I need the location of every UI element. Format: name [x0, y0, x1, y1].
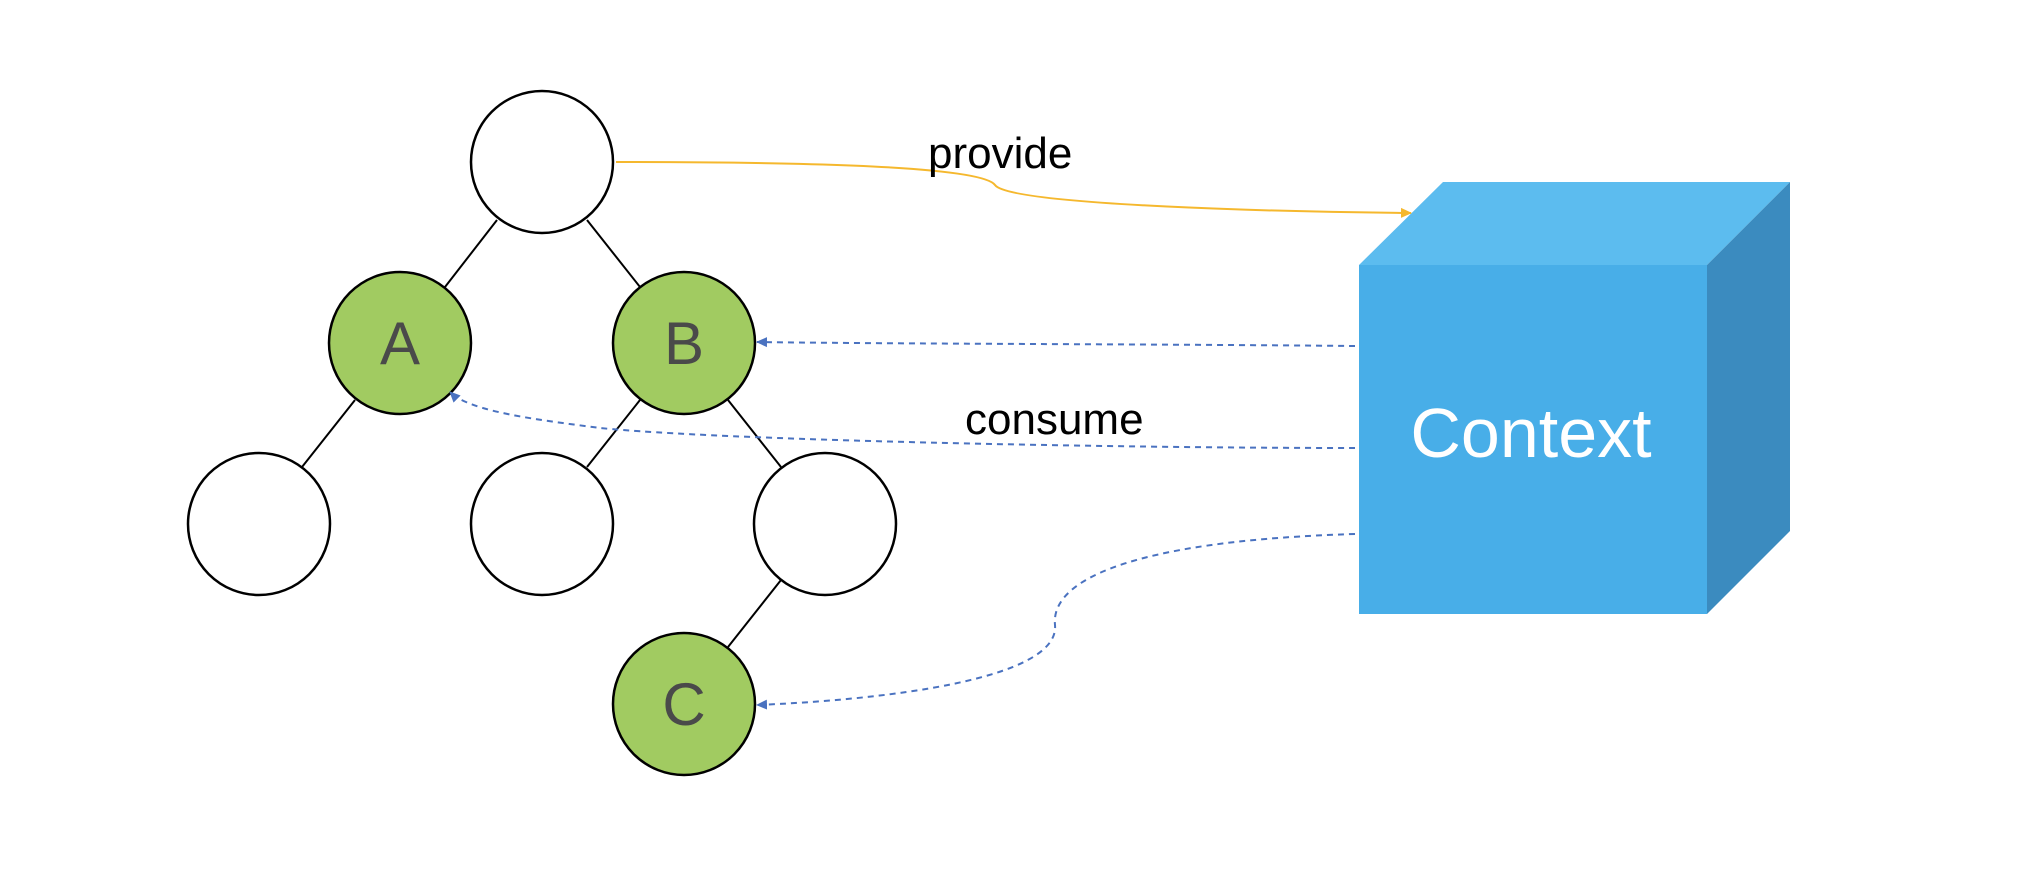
- tree-node-b-circle: [611, 270, 757, 416]
- provide-arrow-line: [615, 161, 1412, 218]
- tree-node-c: C: [611, 631, 757, 777]
- tree-node-a-child: [186, 451, 332, 597]
- context-cube-front: [1359, 265, 1707, 614]
- tree-node-root: [469, 89, 615, 235]
- context-cube-side: [1707, 182, 1790, 614]
- tree-node-b-label: B: [664, 310, 704, 377]
- tree-node-a-child-circle: [186, 451, 332, 597]
- consume-arrow-to-c: [756, 533, 1356, 710]
- tree-node-root-circle: [469, 89, 615, 235]
- tree-node-a: A: [327, 270, 473, 416]
- tree-node-a-label: A: [380, 310, 420, 377]
- context-cube: Context: [1359, 182, 1790, 614]
- tree-node-b-right-circle: [752, 451, 898, 597]
- provide-arrow: provide: [615, 129, 1412, 218]
- edge-right-c: [727, 579, 782, 648]
- edge-b-left: [586, 399, 641, 468]
- tree-node-a-circle: [327, 270, 473, 416]
- edge-b-right: [727, 399, 782, 468]
- consume-arrow-to-a: [449, 391, 1356, 449]
- edge-a-child: [301, 399, 356, 468]
- provide-label: provide: [928, 129, 1072, 178]
- tree-nodes: A B C: [186, 89, 898, 777]
- context-label: Context: [1410, 394, 1651, 472]
- tree-node-b-left-circle: [469, 451, 615, 597]
- tree-node-c-label: C: [662, 671, 705, 738]
- consume-arrows: [449, 337, 1356, 710]
- tree-node-b-right: [752, 451, 898, 597]
- tree-node-b-left: [469, 451, 615, 597]
- consume-label: consume: [965, 395, 1144, 444]
- edge-root-a: [444, 219, 498, 288]
- consume-arrow-to-b: [756, 337, 1356, 348]
- edge-root-b: [586, 219, 641, 288]
- context-cube-top: [1359, 182, 1790, 265]
- tree-edges: [301, 219, 782, 648]
- tree-node-b: B: [611, 270, 757, 416]
- tree-node-c-circle: [611, 631, 757, 777]
